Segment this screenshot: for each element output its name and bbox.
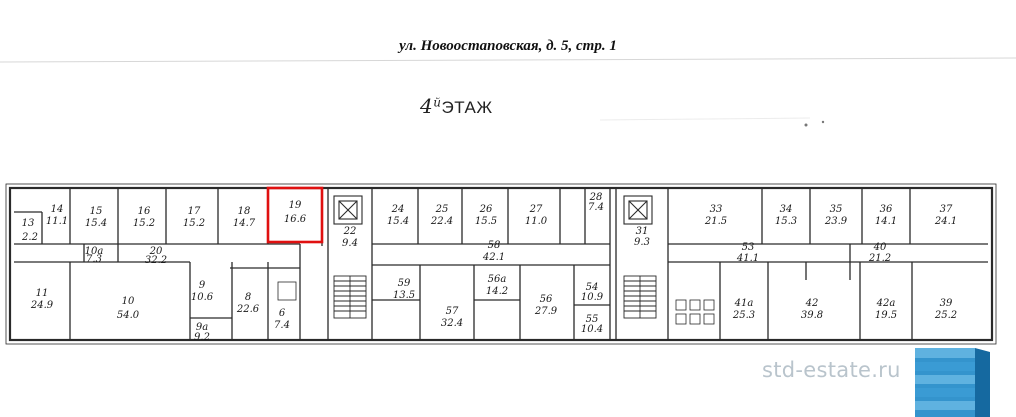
room-33-number: 33 [710,204,723,215]
room-13-area: 2.2 [21,232,38,243]
wc-fixtures [277,281,715,325]
room-15-number: 15 [90,206,103,217]
room-41a-number: 41a [734,298,754,309]
room-22-area: 9.4 [342,238,358,249]
room-27-number: 27 [529,204,543,215]
room-9-area: 10.6 [191,292,214,303]
room-53-area: 41.1 [736,253,759,264]
room-42-area: 39.8 [801,310,823,321]
room-8-area: 22.6 [236,304,260,315]
room-24-area: 15.4 [387,216,409,227]
room-17-area: 15.2 [183,218,205,229]
room-42a-number: 42a [876,298,896,309]
room-9a-number: 9a [196,322,208,333]
room-35-area: 23.9 [824,216,848,227]
room-36-area: 14.1 [875,216,897,227]
room-24-number: 24 [391,204,405,215]
room-56a-number: 56a [488,274,507,285]
room-35-number: 35 [830,204,843,215]
address-title: ул. Новоостаповская, д. 5, стр. 1 [399,38,617,54]
room-25-area: 22.4 [430,216,453,227]
room-15-area: 15.4 [85,218,107,229]
room-59-area: 13.5 [393,290,415,301]
staircase-right [623,275,657,319]
room-54-area: 10.9 [581,292,604,303]
room-31-number: 31 [636,226,649,237]
room-10-number: 10 [122,296,135,307]
room-labels: 19 16.6 14 11.1 15 15.4 16 15.2 17 15.2 … [21,192,957,343]
room-22-number: 22 [343,226,357,237]
room-55-number: 55 [586,314,599,325]
room-17-number: 17 [188,206,201,217]
room-40-number: 40 [873,242,887,253]
room-19-number: 19 [289,200,302,211]
room-42-number: 42 [805,298,819,309]
lift-shaft-right [623,195,653,225]
room-26-area: 15.5 [475,216,497,227]
room-18-number: 18 [238,206,251,217]
room-59-number: 59 [398,278,411,289]
room-14-number: 14 [51,204,64,215]
room-28-area: 7.4 [588,202,604,213]
room-58-area: 42.1 [482,252,505,263]
room-11-area: 24.9 [30,300,54,311]
room-34-area: 15.3 [775,216,797,227]
room-56-area: 27.9 [534,306,558,317]
room-14-area: 11.1 [46,216,68,227]
room-56a-area: 14.2 [486,286,508,297]
room-10a-area: 7.3 [86,254,102,265]
staircase-left [333,275,367,319]
room-28-number: 28 [589,192,603,203]
room-6-area: 7.4 [274,320,290,331]
room-36-number: 36 [880,204,893,215]
room-9a-area: 9.2 [194,332,210,343]
room-37-area: 24.1 [934,216,957,227]
room-31-area: 9.3 [634,237,650,248]
building-logo [915,348,990,417]
room-9-number: 9 [199,280,206,291]
room-53-number: 53 [742,242,755,253]
room-19-area: 16.6 [284,214,307,225]
room-27-area: 11.0 [525,216,548,227]
floor-number: 4 [420,94,434,118]
floor-title: 4йЭТАЖ [420,94,493,118]
room-42a-area: 19.5 [875,310,897,321]
room-37-number: 37 [940,204,953,215]
room-20-area: 32.2 [145,255,167,266]
floor-suffix: й [433,95,442,110]
room-55-area: 10.4 [581,324,603,335]
room-16-number: 16 [138,206,151,217]
room-41a-area: 25.3 [732,310,755,321]
room-25-number: 25 [435,204,449,215]
outer-walls [5,183,997,345]
room-40-area: 21.2 [868,253,891,264]
room-54-number: 54 [586,282,599,293]
room-10a-number: 10a [85,246,104,257]
room-26-number: 26 [479,204,493,215]
room-33-area: 21.5 [704,216,727,227]
room-20-number: 20 [149,246,163,257]
room-16-area: 15.2 [133,218,155,229]
lift-shaft-left [333,195,363,225]
floor-label: ЭТАЖ [441,98,493,117]
interior-walls [14,188,988,340]
room-39-area: 25.2 [934,310,957,321]
room-56-number: 56 [540,294,553,305]
room-6-number: 6 [279,308,286,319]
room-57-number: 57 [446,306,459,317]
room-8-number: 8 [245,292,251,303]
room-58-number: 58 [488,240,501,251]
room-11-number: 11 [36,288,49,299]
highlighted-room-19[interactable] [266,186,324,244]
room-39-number: 39 [940,298,953,309]
room-57-area: 32.4 [441,318,463,329]
room-13-number: 13 [22,218,35,229]
room-18-area: 14.7 [233,218,256,229]
site-watermark: std-estate.ru [762,358,901,382]
room-34-number: 34 [780,204,793,215]
room-10-area: 54.0 [117,310,140,321]
